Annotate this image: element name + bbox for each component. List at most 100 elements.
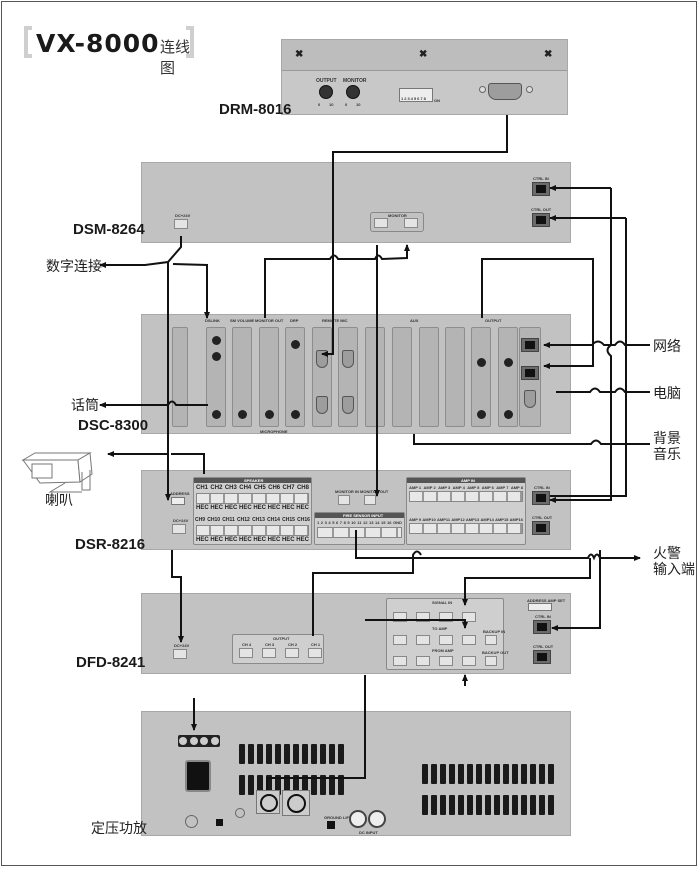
terminal-block-icon[interactable] (416, 635, 430, 645)
terminal-block-icon[interactable] (374, 218, 388, 228)
ctrl-in-port-icon[interactable] (533, 620, 551, 634)
db9-connector-icon[interactable] (342, 350, 354, 368)
vent-icon (284, 744, 290, 764)
mode-switch-icon[interactable] (216, 819, 223, 826)
address-switch-icon[interactable] (171, 497, 185, 505)
speaker-terminals-top[interactable] (196, 493, 309, 504)
speaker-terminal-block-icon[interactable] (178, 735, 220, 747)
terminal-block-icon[interactable] (462, 612, 476, 622)
wire-amp-input (266, 675, 366, 790)
computer-label: 电脑 (653, 386, 681, 402)
vent-icon (311, 775, 317, 795)
wire-fire-input (355, 530, 641, 561)
com-port-icon[interactable] (524, 390, 536, 408)
vent-icon (485, 764, 491, 784)
hec-label: HEC (253, 505, 266, 511)
gain-knob-icon[interactable] (235, 808, 245, 818)
vent-icon (503, 795, 509, 815)
jack-icon[interactable] (265, 410, 274, 419)
wire-network (543, 340, 650, 348)
ground-lift-switch-icon[interactable] (327, 821, 335, 829)
power-socket-icon[interactable] (185, 760, 211, 792)
jack-icon[interactable] (504, 358, 513, 367)
terminal-block-icon[interactable] (462, 635, 476, 645)
jack-icon[interactable] (238, 410, 247, 419)
vent-icon (422, 795, 428, 815)
monitor-in-terminal-icon[interactable] (338, 495, 350, 505)
terminal-block-icon[interactable] (172, 524, 186, 534)
vent-icon (311, 744, 317, 764)
rca-input-icon[interactable] (368, 810, 386, 828)
terminal-block-icon[interactable] (404, 218, 418, 228)
jack-icon[interactable] (291, 340, 300, 349)
backup-out-terminal-icon[interactable] (485, 656, 497, 666)
output-label: OUTPUT (273, 636, 290, 641)
terminal-block-icon[interactable] (416, 656, 430, 666)
terminal-block-icon[interactable] (285, 648, 299, 658)
terminal-block-icon[interactable] (173, 649, 187, 659)
channel-label: CH7 (282, 485, 295, 491)
terminal-block-icon[interactable] (262, 648, 276, 658)
amp-labels-bottom: AMP 9 AMP10 AMP11 AMP12 AMP13 AMP14 AMP1… (409, 517, 523, 522)
screw-icon: ✖ (295, 49, 304, 60)
xlr-link-icon[interactable] (282, 790, 310, 816)
hec-row-bottom: HEC HEC HEC HEC HEC HEC HEC HEC (196, 537, 309, 543)
backup-out-label: BACKUP OUT (482, 650, 509, 655)
backup-in-terminal-icon[interactable] (485, 635, 497, 645)
channel-label: CH2 (210, 485, 223, 491)
jack-icon[interactable] (291, 410, 300, 419)
ctrl-out-port-icon[interactable] (532, 521, 550, 535)
jack-icon[interactable] (504, 410, 513, 419)
terminal-block-icon[interactable] (174, 219, 188, 229)
xlr-input-icon[interactable] (256, 790, 280, 814)
amp-terminals-bottom[interactable] (409, 523, 523, 534)
rca-input-icon[interactable] (349, 810, 367, 828)
terminal-block-icon[interactable] (462, 656, 476, 666)
speaker-terminals-bottom[interactable] (196, 525, 309, 536)
terminal-block-icon[interactable] (308, 648, 322, 658)
terminal-block-icon[interactable] (239, 648, 253, 658)
terminal-block-icon[interactable] (393, 656, 407, 666)
to-amp-label: TO AMP (432, 626, 448, 631)
terminal-block-icon[interactable] (393, 635, 407, 645)
output-knob-icon[interactable] (319, 85, 333, 99)
terminal-block-icon[interactable] (416, 612, 430, 622)
monitor-out-terminal-icon[interactable] (364, 495, 376, 505)
terminal-block-icon[interactable] (393, 612, 407, 622)
monitor-knob-icon[interactable] (346, 85, 360, 99)
jack-icon[interactable] (212, 410, 221, 419)
jack-icon[interactable] (477, 410, 486, 419)
vent-icon (302, 744, 308, 764)
terminal-block-icon[interactable] (439, 635, 453, 645)
jack-icon[interactable] (477, 358, 486, 367)
vent-icon (266, 775, 272, 795)
dip-switch-icon[interactable] (399, 88, 433, 102)
db9-connector-icon[interactable] (488, 83, 522, 100)
power-module (172, 327, 188, 427)
module-aux-2 (392, 327, 412, 427)
jack-icon[interactable] (212, 336, 221, 345)
network-port-icon[interactable] (521, 338, 539, 352)
channel-label: CH 3 (265, 642, 275, 647)
wire-dsm-ctrl-out (550, 218, 627, 497)
fire-label-line1: 火警 (653, 546, 681, 562)
vent-icon (476, 764, 482, 784)
horn-speaker-icon (21, 452, 93, 493)
db9-connector-icon[interactable] (342, 396, 354, 414)
amp-terminals-top[interactable] (409, 491, 523, 502)
db9-connector-icon[interactable] (316, 396, 328, 414)
jack-icon[interactable] (212, 352, 221, 361)
amp-label: AMP 3 (438, 485, 451, 490)
amp-label: AMP 8 (510, 485, 523, 490)
ctrl-out-port-icon[interactable] (521, 366, 539, 380)
vent-icon (338, 744, 344, 764)
address-switch-icon[interactable] (528, 603, 552, 611)
speaker-channels-bottom: CH9 CH10 CH11 CH12 CH13 CH14 CH15 CH16 (195, 517, 310, 523)
terminal-block-icon[interactable] (439, 612, 453, 622)
fire-sensor-terminals[interactable] (317, 527, 402, 538)
wire-dsr-speaker-drop (171, 453, 205, 474)
ctrl-out-port-icon[interactable] (533, 650, 551, 664)
vent-icon (293, 744, 299, 764)
terminal-block-icon[interactable] (439, 656, 453, 666)
knob-scale: 10 (329, 102, 334, 107)
